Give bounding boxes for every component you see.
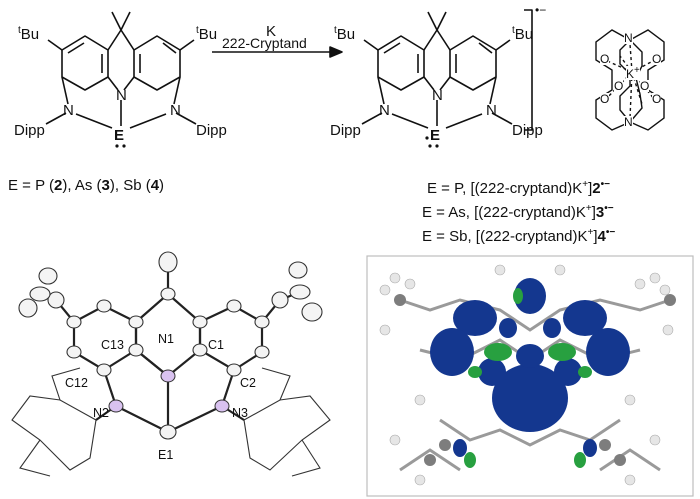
ortep-ellipsoids	[18, 251, 323, 440]
ortep-label-e1: E1	[158, 448, 174, 462]
caption-text: ), As (	[62, 177, 102, 194]
caption-charge: +	[585, 203, 592, 214]
tbu-text: Bu	[514, 26, 534, 43]
cryptand-k: K+	[626, 66, 640, 80]
left-n-right: N	[170, 102, 181, 119]
left-dipp-right: Dipp	[196, 122, 227, 139]
ortep-label-n1: N1	[158, 332, 174, 346]
left-n-left: N	[63, 102, 74, 119]
compound-number: 4	[150, 177, 160, 194]
right-caption-p: E = P, [(222-cryptand)K+]2•−	[427, 179, 610, 197]
left-n-center: N	[116, 87, 127, 104]
left-dipp-left: Dipp	[14, 122, 45, 139]
k-text: K	[626, 67, 635, 81]
arrow-reagent: K	[266, 23, 277, 40]
caption-text: E = P (	[8, 177, 54, 194]
left-ring-b	[133, 35, 181, 91]
left-ring-a	[61, 35, 109, 91]
left-ring-center	[107, 29, 135, 51]
cryptand-o: O	[652, 52, 662, 66]
cryptand-n-bottom: N	[624, 115, 633, 129]
caption-charge: +	[582, 179, 589, 190]
arrow-condition: 222-Cryptand	[222, 35, 307, 51]
caption-text: ]	[588, 180, 593, 197]
caption-text: ]	[591, 204, 596, 221]
cryptand-o: O	[640, 79, 650, 93]
left-element-e: E	[114, 127, 125, 144]
caption-text: ), Sb (	[109, 177, 151, 194]
ortep-label-n2: N2	[93, 406, 109, 420]
tbu-text: Bu	[336, 26, 356, 43]
ortep-label-c2: C2	[240, 376, 256, 390]
ortep-dipp-wireframe	[11, 367, 331, 477]
caption-text: [(222-cryptand)K	[474, 204, 586, 221]
right-element-e: E	[430, 127, 441, 144]
caption-text: E = P,	[427, 180, 471, 197]
caption-charge: +	[587, 227, 594, 238]
radical-anion-mark: •−	[605, 227, 616, 238]
radical-anion-mark: •−	[600, 179, 610, 190]
tbu-text: Bu	[20, 26, 40, 43]
caption-text: E = Sb,	[422, 228, 476, 245]
left-tbu-left: tBu	[18, 25, 40, 43]
ortep-label-c13: C13	[101, 338, 124, 352]
caption-text: )	[159, 177, 165, 194]
compound-number: 3	[595, 204, 605, 221]
right-n-left: N	[379, 102, 390, 119]
compound-number: 3	[101, 177, 110, 194]
right-n-center: N	[432, 87, 443, 104]
tbu-prefix: t	[334, 25, 337, 36]
cryptand-o: O	[652, 92, 662, 106]
caption-text: ]	[593, 228, 598, 245]
compound-number: 4	[597, 228, 606, 245]
tbu-text: Bu	[198, 26, 218, 43]
right-n-right: N	[486, 102, 497, 119]
compound-number: 2	[54, 177, 63, 194]
left-caption: E = P (2), As (3), Sb (4)	[8, 178, 164, 193]
radical-anion-mark: •−	[604, 203, 614, 214]
tbu-prefix: t	[196, 25, 199, 36]
caption-text: E = As,	[422, 204, 475, 221]
compound-number: 2	[592, 180, 601, 197]
right-caption-sb: E = Sb, [(222-cryptand)K+]4•−	[422, 227, 616, 245]
anion-bracket	[524, 9, 533, 131]
ortep-label-c12: C12	[65, 376, 88, 390]
right-tbu-left: tBu	[334, 25, 356, 43]
cryptand-o: O	[600, 92, 610, 106]
tbu-prefix: t	[512, 25, 515, 36]
right-tbu-right: tBu	[512, 25, 534, 43]
right-dipp-left: Dipp	[330, 122, 361, 139]
orbital-panel-frame	[366, 255, 694, 497]
left-tbu-right: tBu	[196, 25, 218, 43]
orbital-render	[379, 264, 676, 486]
cryptand-o: O	[600, 52, 610, 66]
ortep-label-n3: N3	[232, 406, 248, 420]
cryptand-o: O	[614, 79, 624, 93]
anion-charge: •−	[535, 3, 547, 17]
right-caption-as: E = As, [(222-cryptand)K+]3•−	[422, 203, 614, 221]
tbu-prefix: t	[18, 25, 21, 36]
caption-text: [(222-cryptand)K	[475, 228, 588, 245]
right-dipp-right: Dipp	[512, 122, 543, 139]
ortep-label-c1: C1	[208, 338, 224, 352]
caption-text: [(222-cryptand)K	[470, 180, 583, 197]
k-charge: +	[634, 65, 640, 76]
cryptand-n-top: N	[624, 31, 633, 45]
